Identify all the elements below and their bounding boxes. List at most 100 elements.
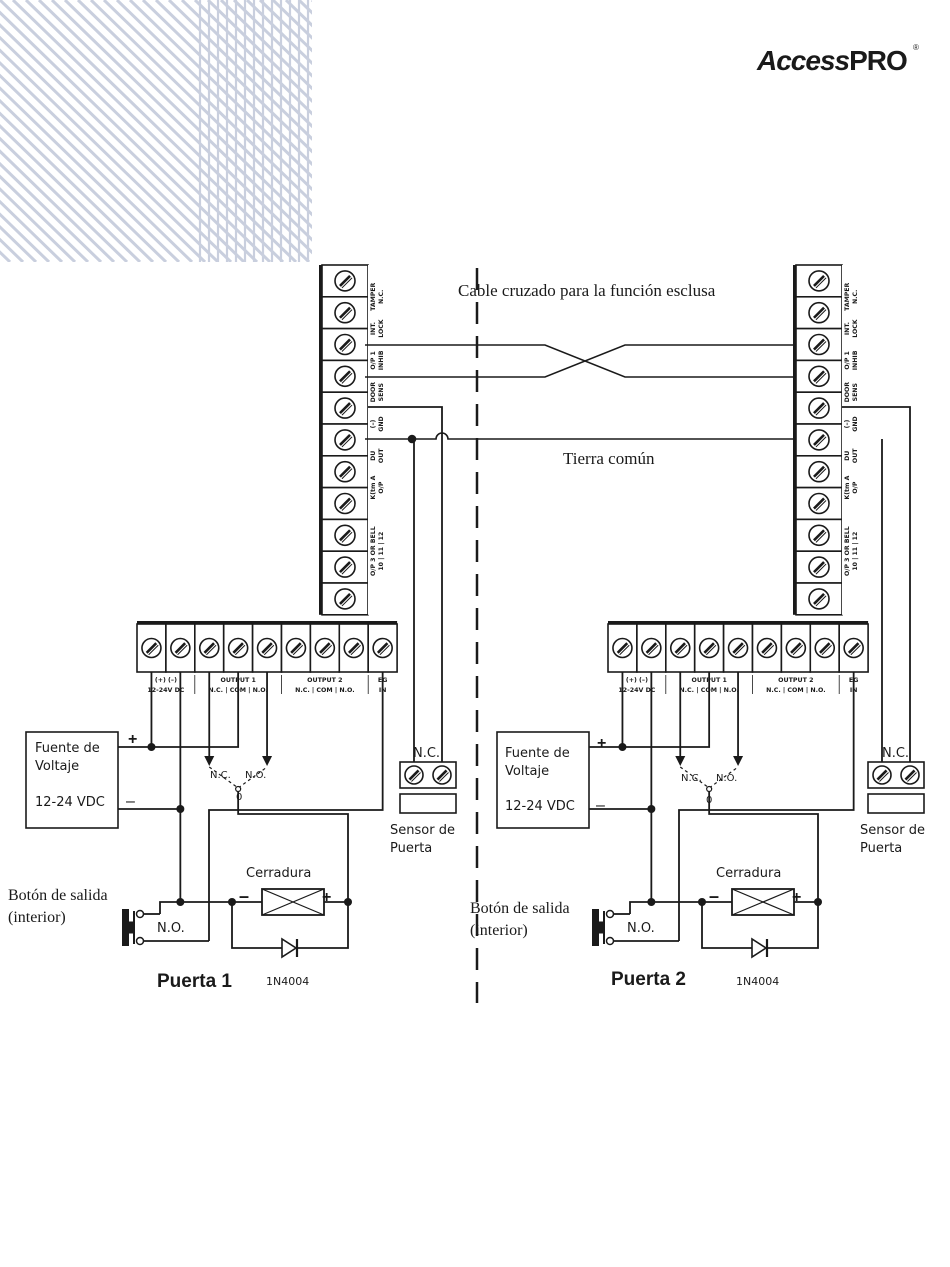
terminal-label-top: TAMPER	[844, 282, 851, 310]
screw-slot	[376, 642, 389, 654]
wire-sensor-sens	[842, 406, 911, 762]
screw-slot	[339, 338, 351, 351]
stripe-line	[0, 0, 220, 262]
power-supply-line3: 12-24 VDC	[505, 799, 575, 814]
terminal-label-bottom: 10 | 11 | 12	[852, 532, 860, 571]
exit-button-contact-bottom	[135, 936, 145, 946]
common-ground-label: Tierra común	[563, 449, 655, 468]
screw-slot-shadow	[177, 644, 188, 656]
screw-slot-shadow	[815, 468, 827, 480]
power-supply-box	[496, 731, 590, 829]
terminal-label-bottom: 12-24V DC	[618, 687, 655, 694]
screw-slot-shadow	[907, 772, 917, 782]
screw-slot-shadow	[815, 436, 827, 448]
power-plus-sign: +	[597, 735, 606, 752]
exit-button-cap	[592, 909, 599, 946]
junction-dot	[647, 805, 656, 813]
screw-slot	[813, 433, 825, 446]
stripe-line	[338, 0, 608, 262]
terminal-label-bottom: LOCK	[378, 319, 385, 338]
screw-slot	[813, 561, 825, 574]
screw-slot-shadow	[263, 644, 275, 656]
terminal-label-top: K(tm A	[844, 475, 851, 499]
terminal-label-bottom: INHIB	[852, 350, 859, 370]
screw-slot-shadow	[341, 468, 353, 480]
stripe-line	[76, 0, 312, 262]
terminal-label-bottom: 10 | 11 | 12	[378, 532, 386, 571]
screw-slot	[339, 370, 351, 383]
stripe-line	[429, 0, 699, 262]
screw-slot	[339, 497, 351, 510]
exit-button-contact-label: N.O.	[627, 921, 655, 936]
screw-slot-shadow	[350, 644, 361, 656]
screw-slot	[339, 274, 351, 287]
exit-button-line2: (interior)	[470, 922, 528, 939]
screw-slot-shadow	[341, 500, 353, 511]
stripe-line	[115, 0, 312, 262]
stripe-line	[455, 0, 725, 262]
door-sensor-magnet	[867, 793, 925, 814]
wire-sensor-sens	[368, 406, 443, 762]
stripe-line	[416, 0, 686, 262]
terminal-label-top: DOOR	[844, 382, 851, 403]
stripe-line	[364, 0, 634, 262]
terminal-label-top: O/P 1	[370, 351, 377, 370]
screw-slot-shadow	[341, 595, 353, 607]
power-supply-box	[25, 731, 119, 829]
power-supply-line1: Fuente de	[35, 741, 100, 756]
diode-label: 1N4004	[266, 975, 309, 988]
screw-slot-shadow	[619, 644, 630, 656]
terminal-label-bottom: O/P	[378, 481, 385, 494]
block-edge	[137, 621, 398, 624]
block-edge	[319, 265, 322, 615]
screw-slot-shadow	[439, 772, 449, 782]
stripe-line	[128, 0, 312, 262]
terminal-label-top: INT.	[370, 322, 377, 335]
relay-nc-label: N.C.	[210, 770, 231, 781]
lock-cross-2	[731, 888, 795, 916]
screw-slot-shadow	[706, 644, 717, 656]
screw-slot	[339, 529, 351, 542]
lock-plus-sign: +	[792, 889, 801, 906]
decorative-stripes	[0, 0, 725, 262]
block-edge	[608, 621, 869, 624]
lock-minus-sign: –	[709, 886, 719, 906]
power-supply-line1: Fuente de	[505, 746, 570, 761]
diode-triangle	[281, 937, 298, 959]
wire-exit-input	[208, 672, 384, 941]
door-sensor-line1: Sensor de	[390, 823, 455, 838]
door-sensor-contact-label: N.C.	[882, 746, 909, 761]
terminal-label-top: K(tm A	[370, 475, 377, 499]
junction-dot	[647, 898, 656, 906]
stripe-line	[258, 0, 312, 262]
stripe-line	[180, 0, 312, 262]
logo-brand-bold: PRO	[849, 45, 907, 76]
screw-slot-shadow	[148, 644, 159, 656]
contact-arrow-nc	[675, 756, 686, 766]
terminal-label-top: O/P 3 OR BELL	[370, 526, 377, 576]
screw-slot-shadow	[815, 500, 827, 511]
stripe-line	[0, 0, 64, 262]
screw-slot	[339, 561, 351, 574]
relay-common-node	[235, 785, 242, 793]
exit-button-contact-label: N.O.	[157, 921, 185, 936]
door-sensor-line1: Sensor de	[860, 823, 925, 838]
exit-button-contact-top	[605, 909, 615, 919]
lock-label: Cerradura	[246, 866, 311, 881]
terminal-label-top: (–)	[844, 419, 851, 428]
screw-slot-shadow	[815, 309, 827, 321]
screw-slot	[813, 402, 825, 415]
stripe-line	[271, 0, 312, 262]
wire-button-ground	[159, 901, 232, 914]
stripe-line	[0, 0, 90, 262]
stripe-line	[24, 0, 298, 262]
terminal-label-bottom: LOCK	[852, 319, 859, 338]
block-edge	[793, 265, 796, 615]
screw-slot-shadow	[321, 644, 332, 656]
stripe-line	[284, 0, 312, 262]
screw-slot	[813, 497, 825, 510]
stripe-line	[0, 0, 116, 262]
